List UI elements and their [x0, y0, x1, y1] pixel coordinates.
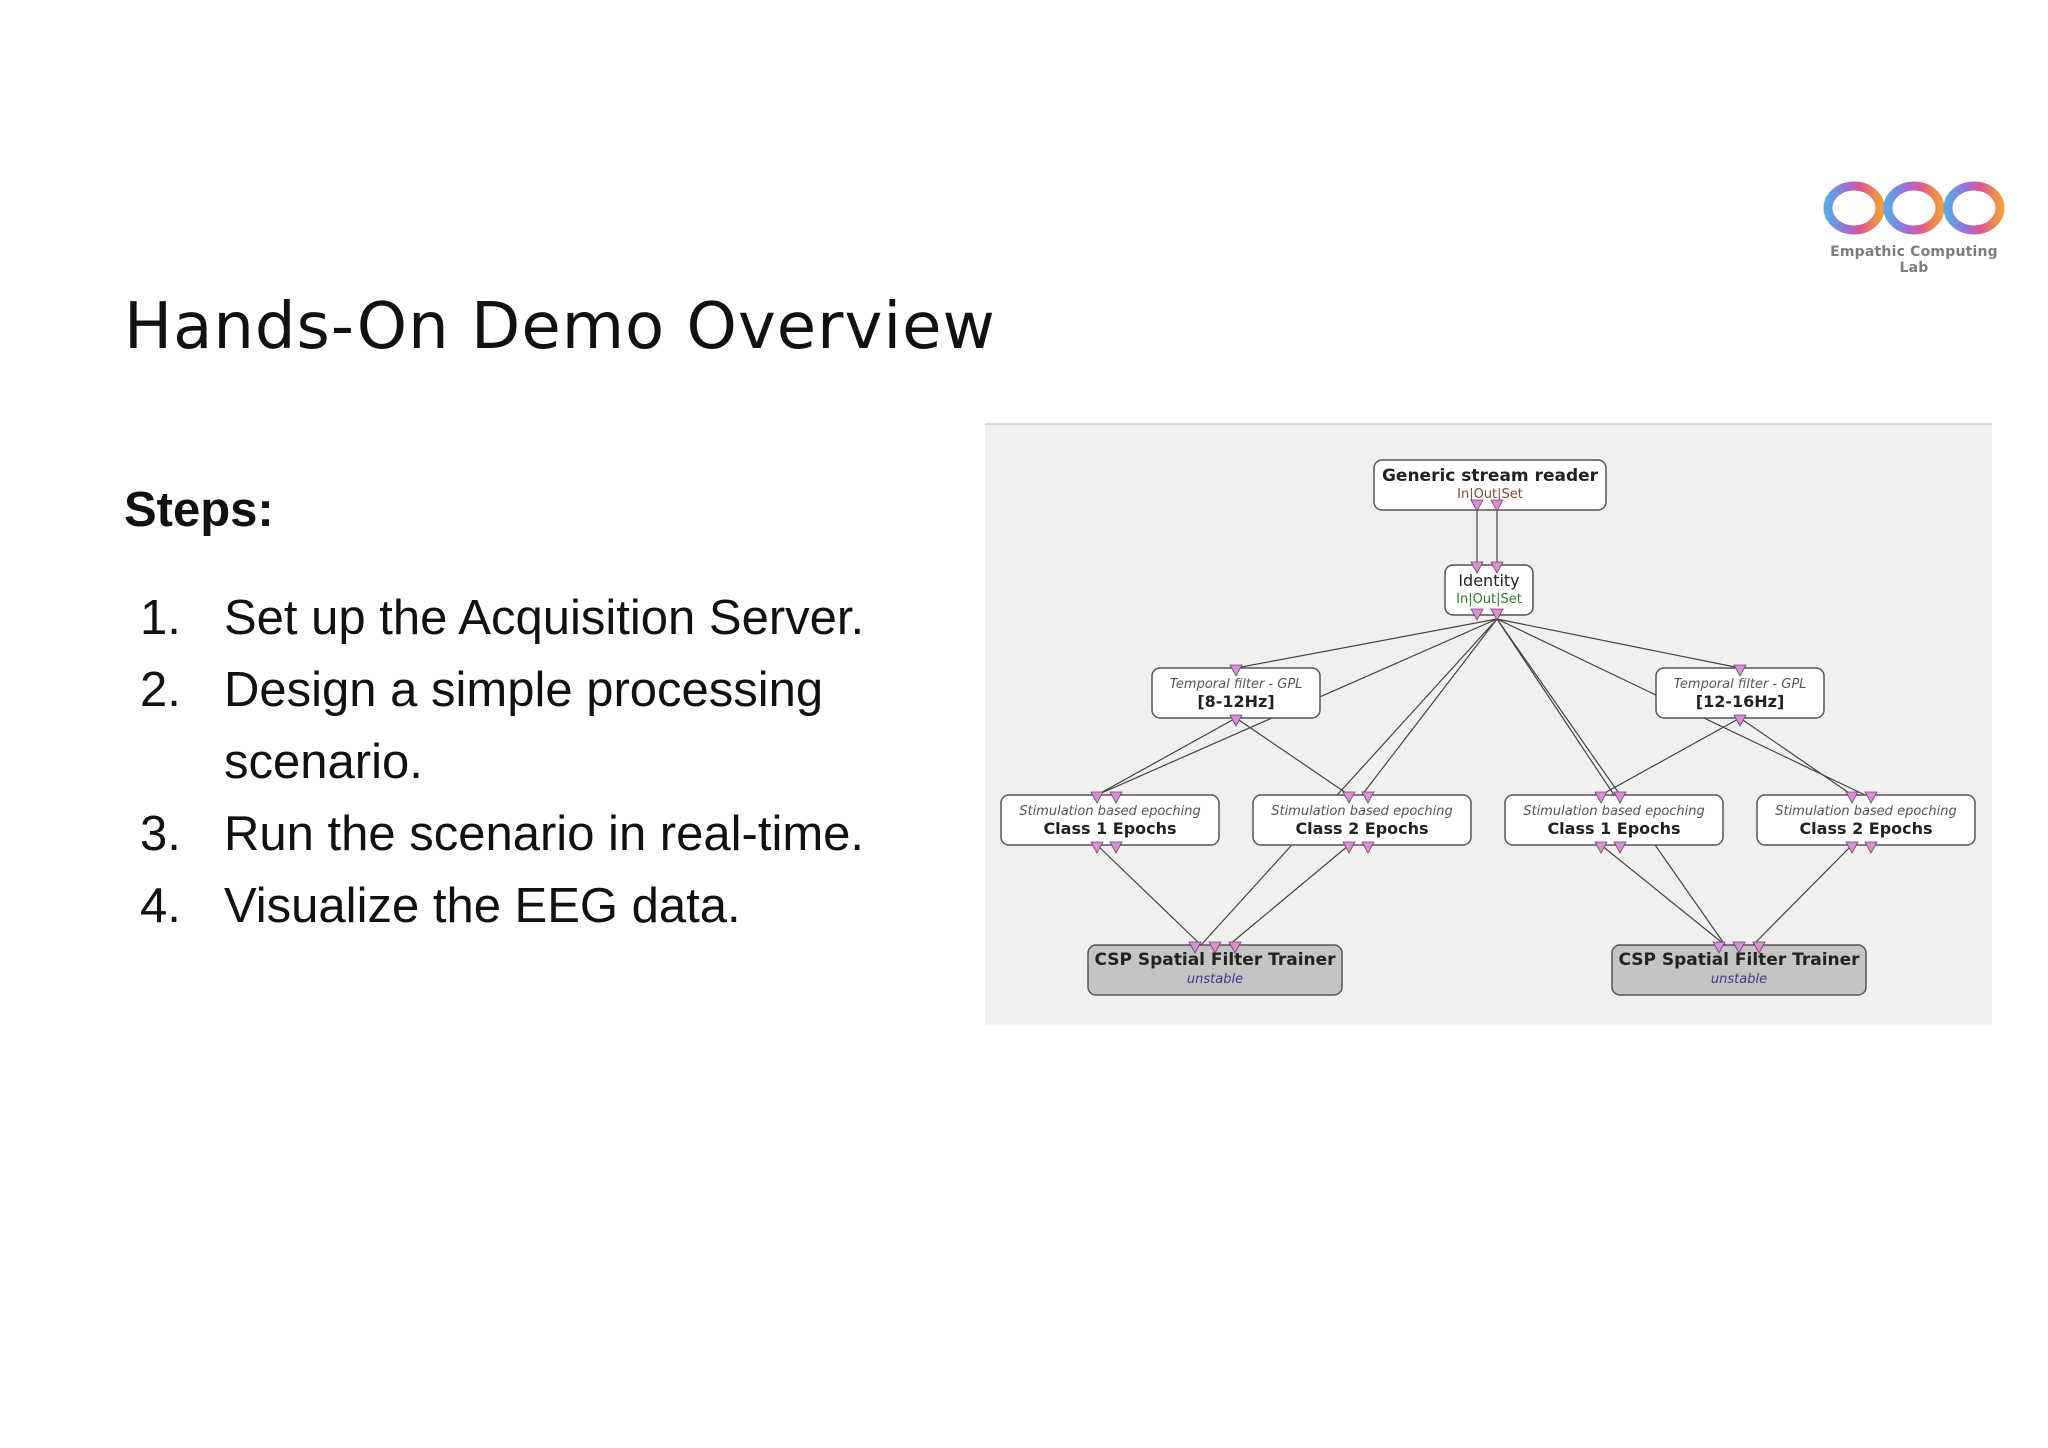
- node-title: Generic stream reader: [1382, 466, 1599, 486]
- list-item: 2. Design a simple processing scenario.: [140, 654, 960, 798]
- node-title: Identity: [1458, 571, 1519, 590]
- graph-edge: [1235, 717, 1350, 796]
- node-identity: Identity In|Out|Set: [1444, 564, 1534, 616]
- node-epoching-1: Stimulation based epoching Class 1 Epoch…: [1000, 794, 1220, 846]
- connector-icon: [1752, 941, 1766, 954]
- connector-icon: [1613, 791, 1627, 804]
- node-title: Stimulation based epoching: [1775, 804, 1957, 819]
- graph-edge: [1200, 618, 1498, 946]
- scenario-graph: Generic stream reader In|Out|Set Identit…: [1000, 459, 1976, 996]
- graph-connectors: [1090, 499, 1878, 954]
- node-temporal-filter-left: Temporal filter - GPL [8-12Hz]: [1151, 667, 1321, 719]
- step-number: 1.: [140, 591, 181, 645]
- node-sub: Class 1 Epochs: [1043, 819, 1176, 838]
- connector-icon: [1208, 941, 1222, 954]
- graph-edge: [1361, 618, 1498, 796]
- connector-icon: [1733, 714, 1747, 727]
- steps-heading: Steps:: [124, 483, 274, 537]
- connector-icon: [1090, 791, 1104, 804]
- connector-icon: [1490, 499, 1504, 512]
- lab-logo: Empathic Computing Lab: [1814, 176, 2014, 276]
- graph-edge: [1228, 844, 1350, 946]
- connector-icon: [1732, 941, 1746, 954]
- connector-icon: [1733, 664, 1747, 677]
- step-number: 4.: [140, 879, 181, 933]
- node-sub: unstable: [1187, 972, 1243, 987]
- connector-icon: [1109, 841, 1123, 854]
- node-generic-stream-reader: Generic stream reader In|Out|Set: [1373, 459, 1607, 511]
- node-sub: Class 2 Epochs: [1295, 819, 1428, 838]
- connector-icon: [1188, 941, 1202, 954]
- logo-text: Empathic Computing Lab: [1830, 244, 1998, 276]
- node-sub: In|Out|Set: [1457, 487, 1523, 502]
- connector-icon: [1613, 841, 1627, 854]
- connector-icon: [1712, 941, 1726, 954]
- connector-icon: [1594, 841, 1608, 854]
- connector-icon: [1361, 791, 1375, 804]
- connector-icon: [1229, 714, 1243, 727]
- connector-icon: [1490, 561, 1504, 574]
- connector-icon: [1845, 841, 1859, 854]
- connector-icon: [1864, 791, 1878, 804]
- step-number: 3.: [140, 807, 181, 861]
- infinity-loop-logo-icon: [1823, 181, 2005, 235]
- connector-icon: [1470, 608, 1484, 621]
- connector-icon: [1229, 664, 1243, 677]
- node-title: CSP Spatial Filter Trainer: [1618, 950, 1860, 970]
- connector-icon: [1864, 841, 1878, 854]
- node-sub: [12-16Hz]: [1696, 692, 1785, 711]
- list-item: 3. Run the scenario in real-time.: [140, 798, 960, 870]
- node-title: Stimulation based epoching: [1271, 804, 1453, 819]
- node-sub: unstable: [1711, 972, 1767, 987]
- graph-edge: [1496, 618, 1726, 946]
- connector-icon: [1845, 791, 1859, 804]
- graph-edge: [1096, 844, 1202, 946]
- connector-icon: [1228, 941, 1242, 954]
- node-csp-trainer-right: CSP Spatial Filter Trainer unstable: [1611, 944, 1867, 996]
- list-item: 4. Visualize the EEG data.: [140, 870, 960, 942]
- graph-edge: [1096, 717, 1237, 796]
- step-text: Design a simple processing scenario.: [224, 663, 824, 789]
- node-epoching-3: Stimulation based epoching Class 1 Epoch…: [1504, 794, 1724, 846]
- graph-edge: [1235, 618, 1498, 669]
- slide-title: Hands-On Demo Overview: [124, 290, 996, 364]
- connector-icon: [1490, 608, 1504, 621]
- connector-icon: [1470, 499, 1484, 512]
- node-temporal-filter-right: Temporal filter - GPL [12-16Hz]: [1655, 667, 1825, 719]
- step-text: Run the scenario in real-time.: [224, 807, 865, 861]
- node-sub: In|Out|Set: [1456, 592, 1522, 607]
- node-title: CSP Spatial Filter Trainer: [1094, 950, 1336, 970]
- steps-list: 1. Set up the Acquisition Server. 2. Des…: [140, 582, 960, 942]
- connector-icon: [1342, 791, 1356, 804]
- node-sub: [8-12Hz]: [1197, 692, 1274, 711]
- connector-icon: [1594, 791, 1608, 804]
- graph-nodes: Generic stream reader In|Out|Set Identit…: [1000, 459, 1976, 996]
- connector-icon: [1361, 841, 1375, 854]
- node-sub: Class 2 Epochs: [1799, 819, 1932, 838]
- node-title: Stimulation based epoching: [1019, 804, 1201, 819]
- graph-edge: [1752, 844, 1853, 946]
- connector-icon: [1342, 841, 1356, 854]
- scenario-diagram: Generic stream reader In|Out|Set Identit…: [985, 423, 1992, 1025]
- node-title: Temporal filter - GPL: [1674, 677, 1807, 692]
- connector-icon: [1090, 841, 1104, 854]
- list-item: 1. Set up the Acquisition Server.: [140, 582, 960, 654]
- graph-edge: [1600, 844, 1726, 946]
- node-title: Stimulation based epoching: [1523, 804, 1705, 819]
- node-sub: Class 1 Epochs: [1547, 819, 1680, 838]
- graph-edge: [1496, 618, 1741, 669]
- step-text: Visualize the EEG data.: [224, 879, 741, 933]
- graph-edge: [1600, 717, 1741, 796]
- graph-edge: [1739, 717, 1853, 796]
- node-title: Temporal filter - GPL: [1170, 677, 1303, 692]
- connector-icon: [1109, 791, 1123, 804]
- step-number: 2.: [140, 663, 181, 717]
- connector-icon: [1470, 561, 1484, 574]
- graph-edge: [1496, 618, 1615, 796]
- node-epoching-2: Stimulation based epoching Class 2 Epoch…: [1252, 794, 1472, 846]
- step-text: Set up the Acquisition Server.: [224, 591, 865, 645]
- node-epoching-4: Stimulation based epoching Class 2 Epoch…: [1756, 794, 1976, 846]
- node-csp-trainer-left: CSP Spatial Filter Trainer unstable: [1087, 944, 1343, 996]
